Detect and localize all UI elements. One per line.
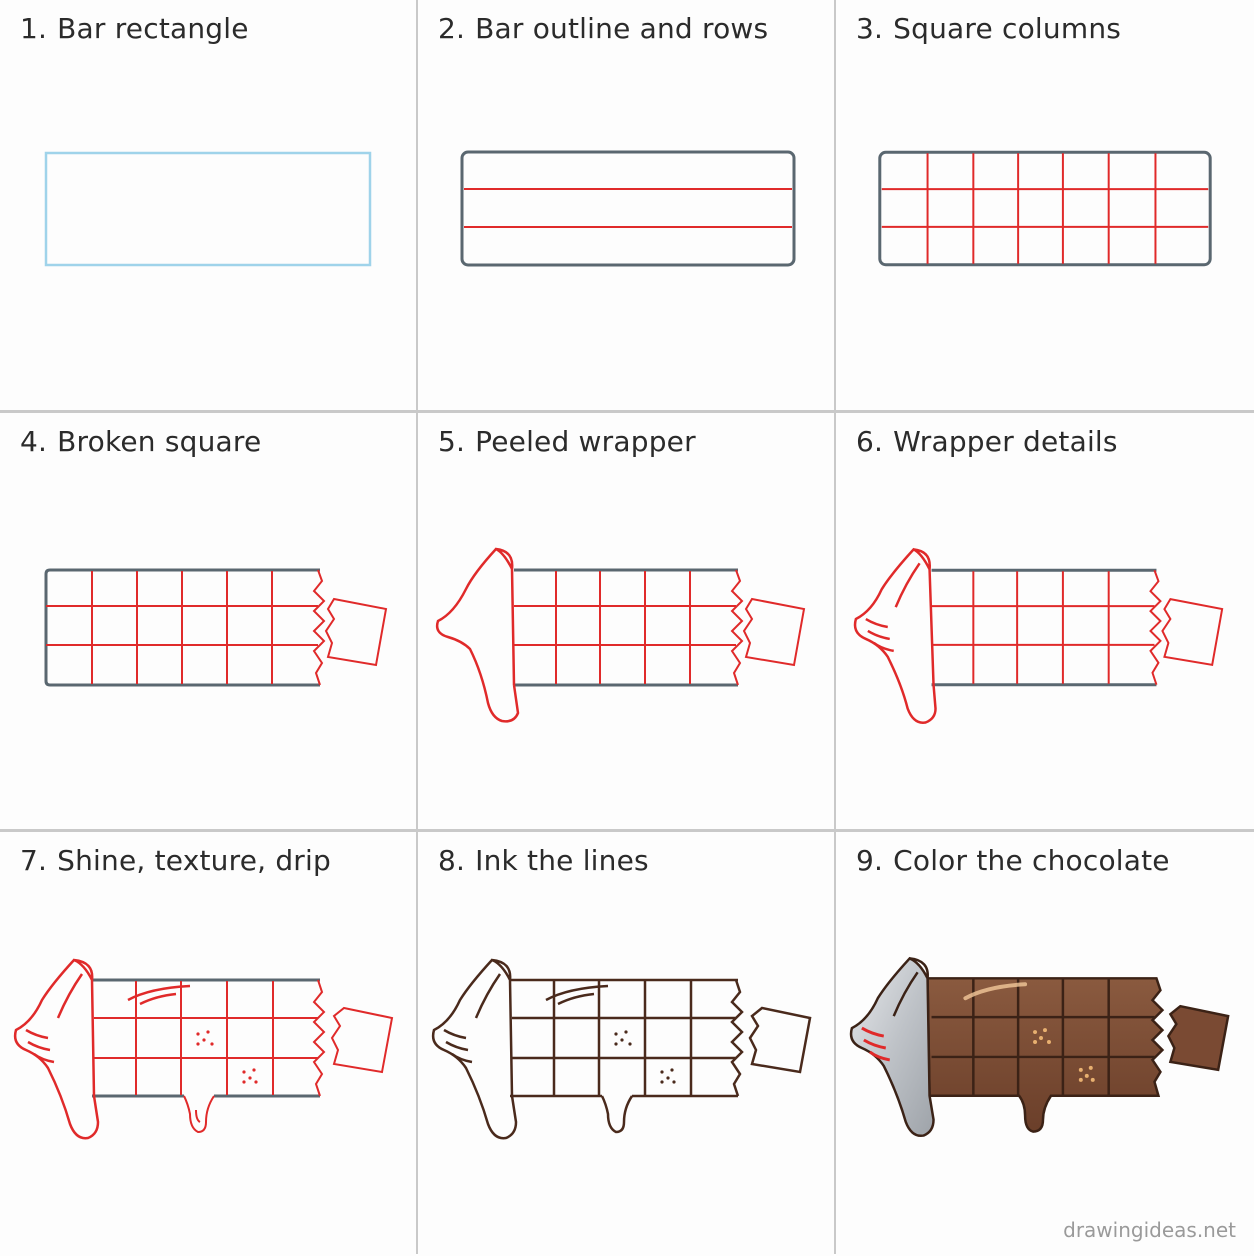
colored-chocolate-drawing <box>849 956 1230 1138</box>
step-number: 7. <box>20 844 48 877</box>
step-panel-4: 4. Broken square <box>0 413 416 829</box>
step-panel-2: 2. Bar outline and rows <box>418 0 834 410</box>
step-title-5: 5. Peeled wrapper <box>438 425 696 458</box>
step-label: Square columns <box>893 12 1122 45</box>
step-number: 8. <box>438 844 466 877</box>
step-panel-7: 7. Shine, texture, drip <box>0 832 416 1256</box>
peeled-wrapper-drawing <box>435 547 806 723</box>
step-label: Shine, texture, drip <box>57 844 331 877</box>
step-number: 9. <box>856 844 884 877</box>
step-title-2: 2. Bar outline and rows <box>438 12 768 45</box>
step-label: Bar outline and rows <box>475 12 769 45</box>
step-title-9: 9. Color the chocolate <box>856 844 1170 877</box>
step-number: 5. <box>438 425 466 458</box>
step-panel-5: 5. Peeled wrapper <box>418 413 834 829</box>
step-number: 1. <box>20 12 48 45</box>
bar-rectangle-drawing <box>44 151 372 267</box>
step-label: Bar rectangle <box>57 12 249 45</box>
square-columns-drawing <box>878 150 1212 267</box>
step-number: 3. <box>856 12 884 45</box>
step-panel-9: 9. Color the chocolate <box>836 832 1254 1256</box>
step-title-6: 6. Wrapper details <box>856 425 1118 458</box>
step-title-4: 4. Broken square <box>20 425 261 458</box>
step-label: Ink the lines <box>475 844 649 877</box>
watermark: drawingideas.net <box>1063 1218 1236 1242</box>
step-title-3: 3. Square columns <box>856 12 1121 45</box>
step-number: 4. <box>20 425 48 458</box>
step-number: 2. <box>438 12 466 45</box>
step-panel-3: 3. Square columns <box>836 0 1254 410</box>
bar-outline-rows-drawing <box>460 150 796 267</box>
broken-square-drawing <box>44 568 388 687</box>
step-number: 6. <box>856 425 884 458</box>
step-title-7: 7. Shine, texture, drip <box>20 844 331 877</box>
shine-texture-drip-drawing <box>13 958 394 1140</box>
step-label: Peeled wrapper <box>475 425 696 458</box>
step-label: Wrapper details <box>893 425 1118 458</box>
step-label: Broken square <box>57 425 262 458</box>
inked-lines-drawing <box>431 958 812 1140</box>
step-panel-8: 8. Ink the lines <box>418 832 834 1256</box>
step-title-8: 8. Ink the lines <box>438 844 649 877</box>
step-label: Color the chocolate <box>893 844 1170 877</box>
step-panel-6: 6. Wrapper details <box>836 413 1254 829</box>
step-title-1: 1. Bar rectangle <box>20 12 249 45</box>
step-panel-1: 1. Bar rectangle <box>0 0 416 410</box>
wrapper-details-drawing <box>853 547 1224 724</box>
